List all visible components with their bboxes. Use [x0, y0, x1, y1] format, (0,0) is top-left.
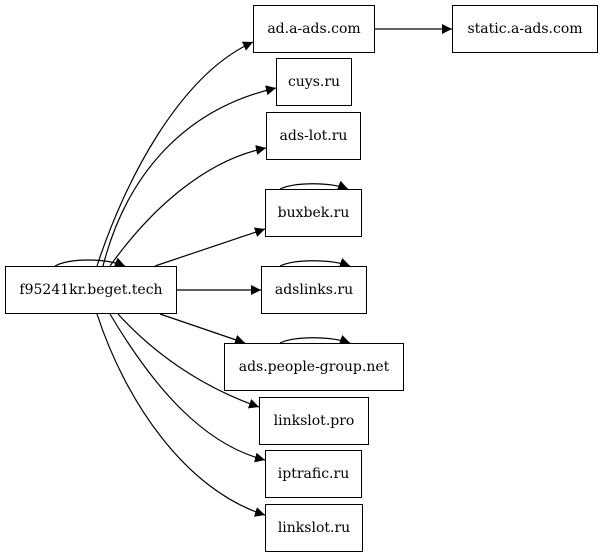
edge-f95241kr-to-ad_a_ads [96, 41, 254, 267]
edge-f95241kr-to-buxbek [154, 227, 266, 267]
node-linkslot-ru: linkslot.ru [265, 504, 363, 552]
edge-f95241kr-to-people_group [159, 313, 246, 345]
edge-adslinks-to-adslinks [279, 257, 351, 268]
node-ads-lot-ru: ads-lot.ru [266, 112, 361, 160]
node-buxbek-ru: buxbek.ru [265, 189, 362, 237]
edge-f95241kr-to-iptrafic [109, 313, 266, 463]
edge-f95241kr-to-f95241kr [54, 257, 126, 267]
edge-f95241kr-to-linkslot_pro [117, 313, 260, 409]
edge-buxbek-to-buxbek [279, 180, 349, 191]
edge-f95241kr-to-linkslot_ru [96, 313, 266, 517]
node-iptrafic-ru: iptrafic.ru [265, 450, 362, 498]
node-adslinks-ru: adslinks.ru [261, 266, 367, 314]
edge-f95241kr-to-ads_lot [109, 145, 267, 267]
node-linkslot-pro: linkslot.pro [259, 397, 369, 445]
node-ads-people-group-net: ads.people-group.net [224, 343, 404, 391]
node-static-a-ads-com: static.a-ads.com [452, 5, 598, 53]
node-ad-a-ads-com: ad.a-ads.com [253, 5, 375, 53]
edge-people_group-to-people_group [279, 334, 351, 345]
node-cuys-ru: cuys.ru [276, 58, 352, 106]
node-f95241kr-beget-tech: f95241kr.beget.tech [5, 266, 177, 314]
edge-f95241kr-to-cuys [102, 85, 277, 267]
